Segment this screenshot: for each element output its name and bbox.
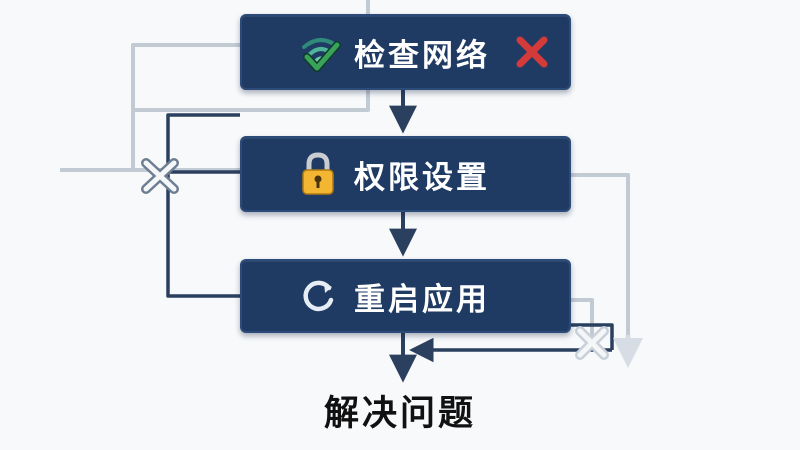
outcome-label: 解决问题 xyxy=(323,394,476,434)
refresh-icon xyxy=(303,280,334,312)
blocked-x-mark-right xyxy=(575,326,609,360)
step-restart-app: 重启应用 xyxy=(240,259,571,333)
step-permission-settings: 权限设置 xyxy=(240,136,571,212)
step-check-network: 检查网络 xyxy=(240,14,571,90)
step-label: 检查网络 xyxy=(354,37,490,74)
padlock-icon xyxy=(302,152,334,195)
step-label: 重启应用 xyxy=(354,281,490,318)
red-x-icon xyxy=(516,36,548,68)
wifi-check-icon xyxy=(302,38,341,72)
step-label: 权限设置 xyxy=(354,159,490,196)
blocked-x-mark-left xyxy=(141,158,179,194)
